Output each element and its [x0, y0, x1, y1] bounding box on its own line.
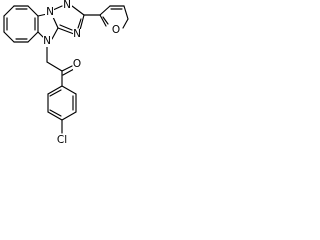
bond	[49, 89, 62, 97]
bond	[3, 5, 15, 17]
atom-label-background	[54, 134, 70, 146]
atom-label-background	[45, 7, 54, 18]
oxygen-atom-label: O	[73, 58, 81, 70]
bond	[57, 27, 75, 35]
bonds	[3, 5, 129, 134]
bond	[27, 5, 39, 17]
atom-label-background	[73, 29, 82, 40]
bond	[61, 65, 73, 72]
nitrogen-atom-label: N	[63, 0, 71, 11]
nitrogen-atom-label: N	[73, 28, 81, 40]
atom-label-background	[43, 36, 52, 47]
bond	[77, 18, 82, 29]
bond	[79, 14, 85, 31]
bond	[47, 111, 63, 121]
bond	[52, 5, 63, 11]
bond	[61, 85, 77, 95]
atom-label-background	[73, 59, 82, 70]
bond	[99, 14, 107, 27]
nitrogen-atom-label: N	[46, 6, 54, 18]
atom-label-background	[63, 0, 72, 11]
bond	[46, 61, 63, 72]
bond	[52, 16, 59, 29]
atom-label-background	[112, 25, 121, 36]
bond	[122, 18, 129, 29]
bond	[59, 24, 73, 31]
bond	[3, 31, 15, 43]
bond	[123, 5, 129, 20]
oxygen-atom-label: O	[112, 24, 120, 36]
nitrogen-atom-label: N	[43, 35, 51, 47]
bond	[47, 85, 63, 95]
bond	[99, 5, 111, 16]
atom-labels: N N N N O O Cl	[43, 0, 121, 146]
bond	[49, 109, 62, 117]
bond	[102, 16, 109, 25]
chlorine-atom-label: Cl	[57, 134, 67, 146]
bond	[51, 27, 59, 40]
bond	[62, 68, 75, 76]
bond	[27, 31, 39, 43]
bond	[61, 111, 77, 121]
bond	[71, 5, 85, 16]
chemical-structure-diagram: N N N N O O Cl	[3, 0, 129, 146]
